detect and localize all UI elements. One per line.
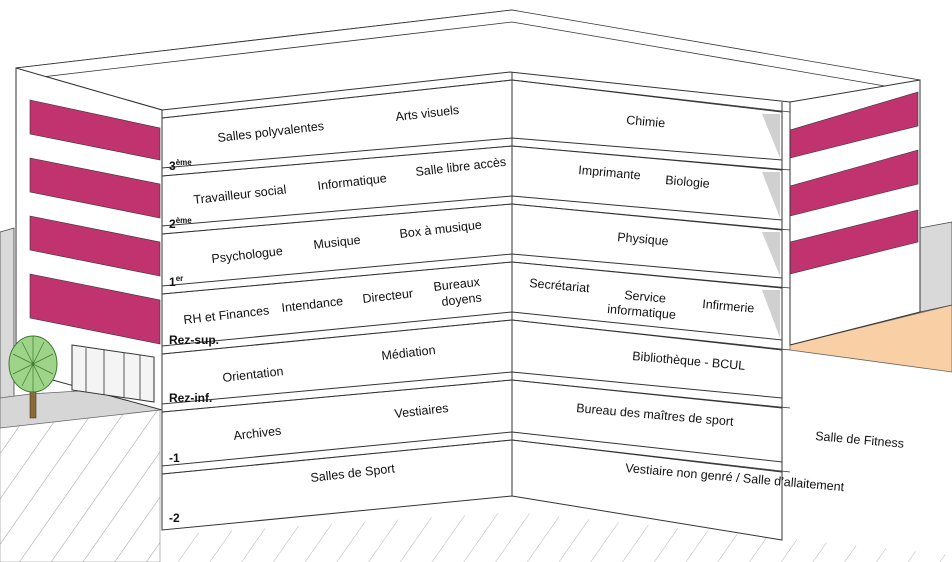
neighbor-building <box>0 227 15 413</box>
shaft-shading <box>762 232 780 276</box>
terrace <box>789 304 952 373</box>
tree-icon <box>8 335 58 419</box>
floor-slabs <box>161 72 791 541</box>
floor-label: 1er <box>169 274 183 289</box>
left-stripe <box>29 273 161 345</box>
room-label: informatique <box>607 302 677 322</box>
left-stripe <box>29 215 161 277</box>
entrance <box>71 344 155 403</box>
room-label: Médiation <box>381 343 436 363</box>
room-label: Musique <box>313 233 362 252</box>
right-facade-stripes <box>789 91 919 275</box>
room-label: Vestiaires <box>394 401 449 421</box>
floor-label: 2ème <box>169 216 192 231</box>
room-label: Salle de Fitness <box>815 429 905 451</box>
room-label: Intendance <box>281 294 344 315</box>
room-label: Directeur <box>362 286 414 306</box>
shaft-shading <box>762 290 780 338</box>
room-label: Archives <box>233 424 282 443</box>
floor-label: -2 <box>169 511 180 525</box>
floor-label: 3ème <box>169 158 192 173</box>
room-label: Orientation <box>222 364 284 385</box>
room-label: Physique <box>617 230 669 248</box>
ground-right <box>165 512 952 562</box>
room-label: Bureaux <box>433 275 482 294</box>
room-label: Infirmerie <box>702 297 755 315</box>
shaft-shading <box>762 114 780 158</box>
floor-label: Rez-inf. <box>169 391 212 405</box>
room-label: doyens <box>441 291 483 309</box>
ground-soil <box>0 409 161 562</box>
room-label: Secrétariat <box>529 276 591 295</box>
left-facade-stripes <box>29 99 161 345</box>
floor-labels: 3ème 2ème 1er Rez-sup. Rez-inf. -1 -2 <box>169 158 219 525</box>
right-back-building <box>919 221 952 313</box>
floor-label: Rez-sup. <box>169 333 219 347</box>
room-label: Imprimante <box>578 163 642 182</box>
room-label: Biologie <box>665 173 711 191</box>
entrance-frame <box>71 344 155 403</box>
room-label: Chimie <box>626 113 666 130</box>
left-stripe <box>29 157 161 219</box>
left-stripe <box>29 99 161 161</box>
room-label: Service <box>624 288 667 306</box>
shaft-shading <box>762 172 780 218</box>
floor-label: -1 <box>169 451 180 465</box>
